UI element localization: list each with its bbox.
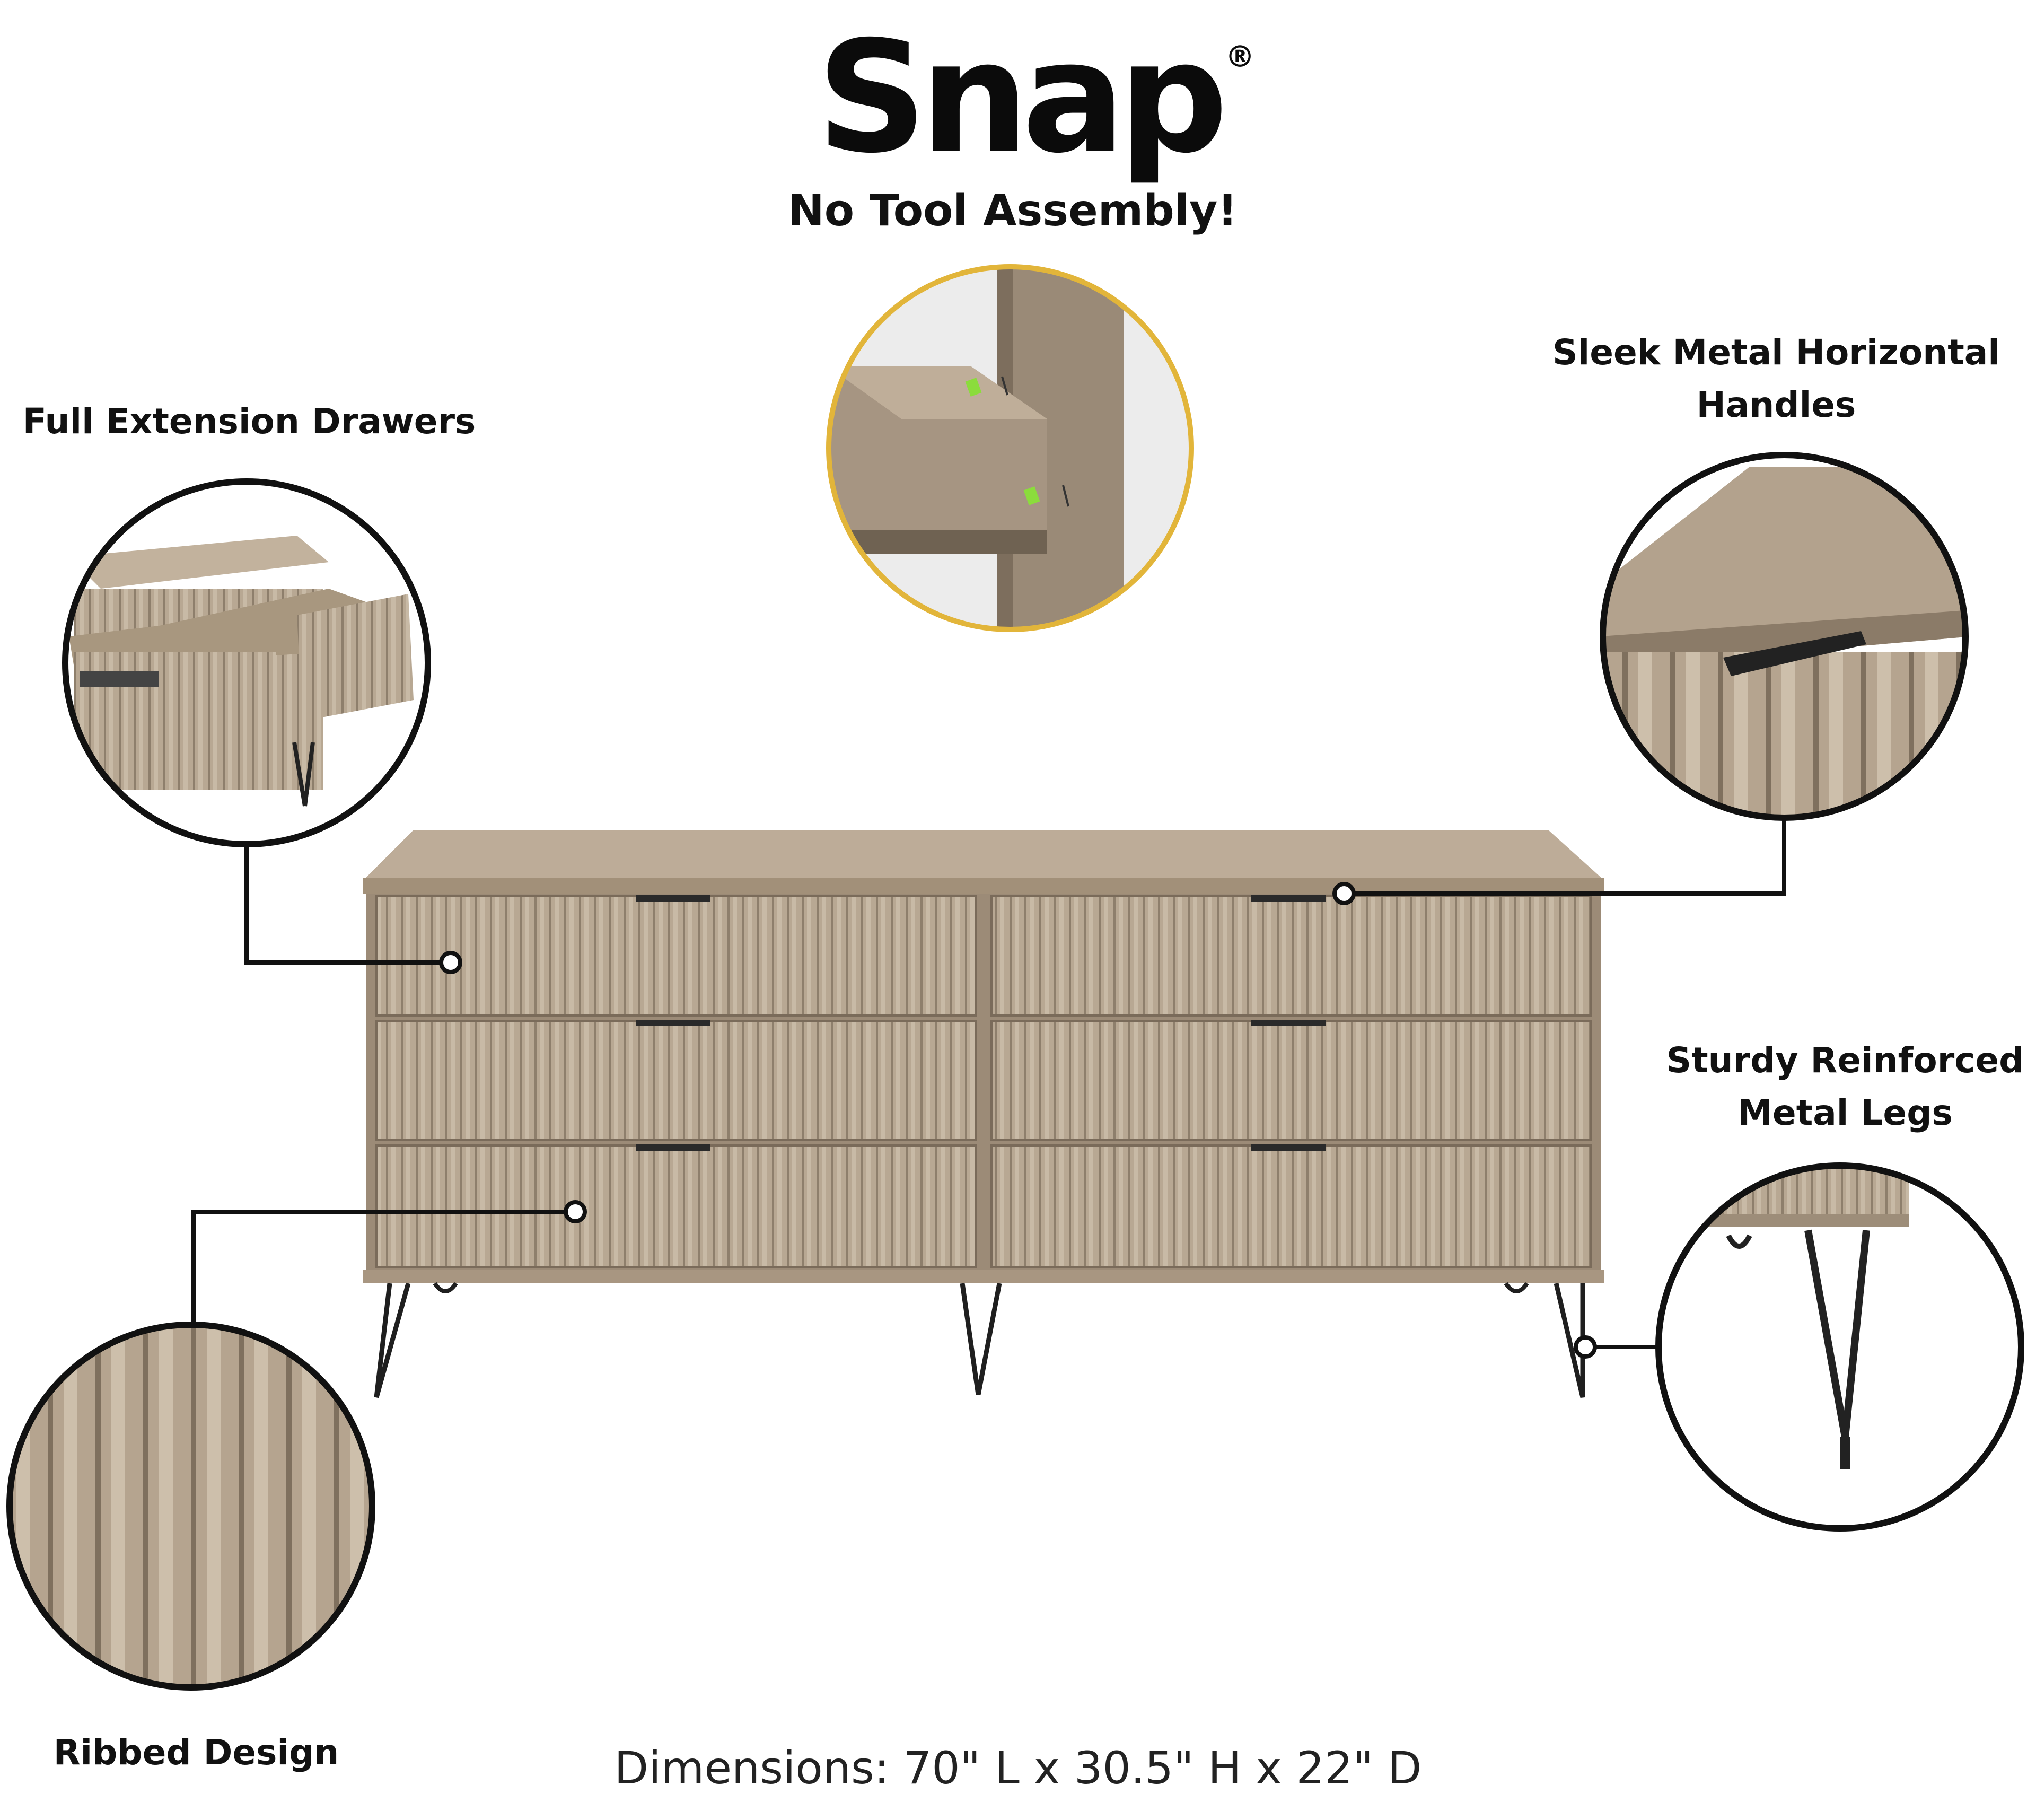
- callout-handles: [1332, 818, 1786, 905]
- feature-label-drawers: Full Extension Drawers: [22, 401, 476, 442]
- handle-detail-image: [1600, 452, 1969, 821]
- dimensions-text: Dimensions: 70" L x 30.5" H x 22" D: [614, 1742, 1422, 1794]
- ribbed-detail-image: [6, 1322, 375, 1691]
- assembly-detail-image: [826, 264, 1194, 632]
- feature-label-legs: Sturdy Reinforced Metal Legs: [1666, 1040, 2024, 1133]
- leg-detail-image: [1655, 1162, 2024, 1532]
- brand-name: Snap: [817, 8, 1228, 187]
- registered-mark: ®: [1225, 40, 1255, 74]
- feature-label-ribbed: Ribbed Design: [53, 1732, 339, 1773]
- brand-logo: Snap®: [817, 21, 1255, 175]
- callout-ribbed: [191, 1200, 587, 1325]
- callout-legs: [1574, 1335, 1658, 1359]
- dresser-image: [363, 830, 1604, 1398]
- callout-drawers: [244, 844, 462, 974]
- feature-label-handles: Sleek Metal Horizontal Handles: [1552, 332, 2000, 425]
- drawer-detail-image: [62, 478, 431, 847]
- tagline: No Tool Assembly!: [788, 186, 1238, 236]
